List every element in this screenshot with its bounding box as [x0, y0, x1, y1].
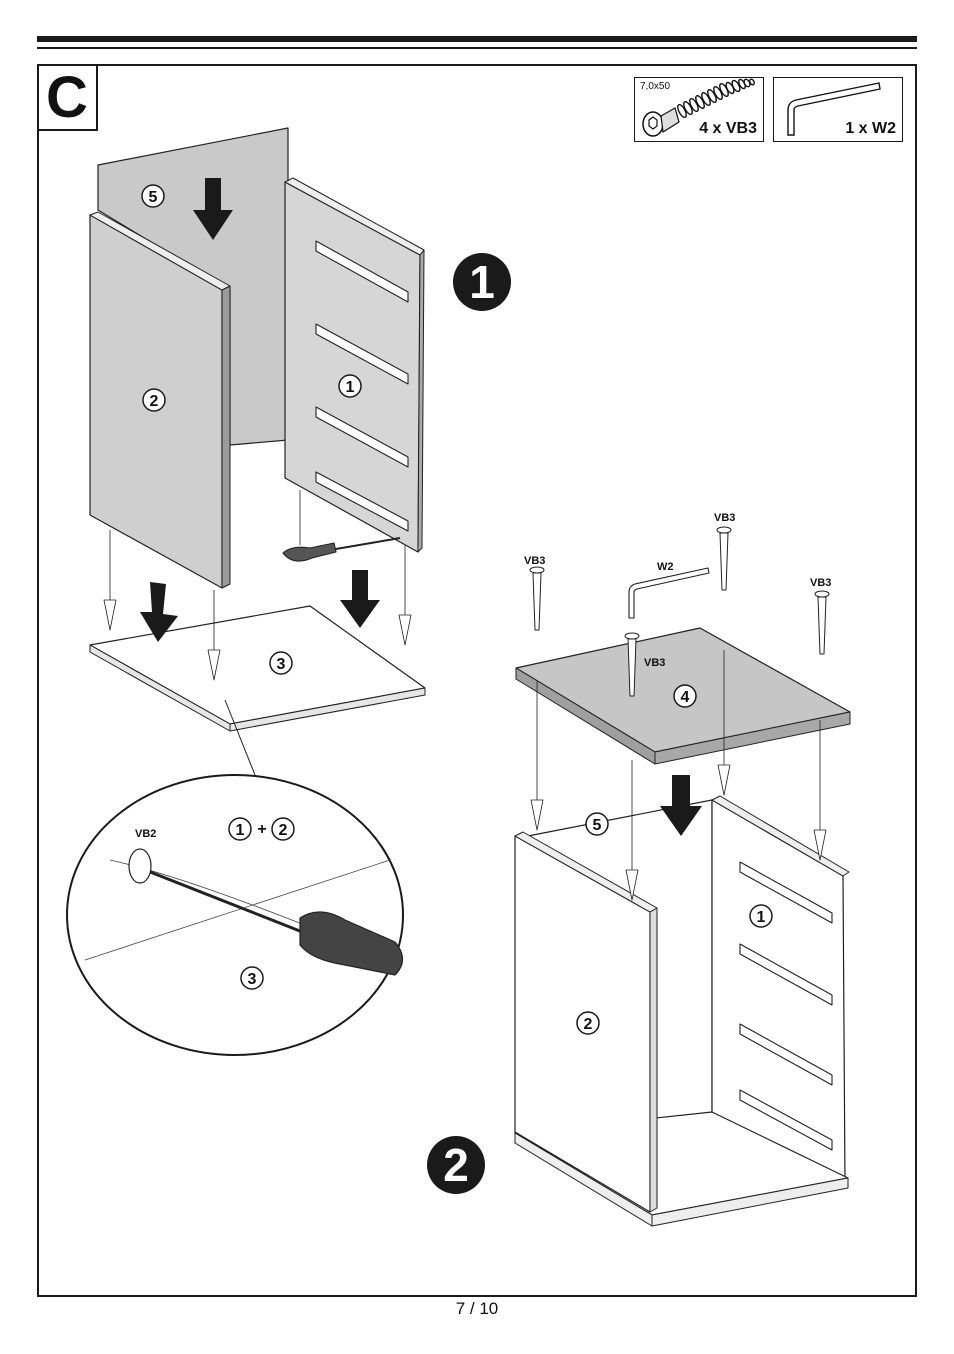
hardware-quantity: 4 x VB3: [699, 120, 757, 137]
screw-label: VB3: [810, 577, 831, 589]
screwdriver-icon: [282, 537, 401, 562]
hardware-box-vb3: 7,0x50 4 x VB3: [634, 77, 764, 142]
part-label-3: 3: [248, 971, 257, 988]
part-label-4: 4: [681, 689, 690, 706]
section-letter: C: [38, 65, 98, 131]
drawer-runners-step1: [315, 240, 409, 532]
screw-label: VB3: [524, 555, 545, 567]
wrench-label: W2: [657, 561, 674, 573]
detail-screwdriver-icon: [128, 848, 404, 976]
screw-label: VB3: [714, 512, 735, 524]
detail-callout: [66, 774, 404, 1056]
hardware-box-w2: 1 x W2: [773, 77, 903, 142]
header-rule-thin: [37, 47, 917, 49]
part-label-2: 2: [279, 822, 288, 839]
part-label-1: 1: [346, 379, 355, 396]
part-label-5: 5: [593, 817, 602, 834]
hardware-size-label: 7,0x50: [640, 81, 671, 92]
screw-label: VB3: [644, 657, 665, 669]
part-label-2: 2: [150, 393, 159, 410]
tool-label: VB2: [135, 828, 156, 840]
header-rule-thick: [37, 36, 917, 42]
arrow-down-icon: [193, 178, 233, 240]
drawer-runners-step2: [739, 861, 833, 1151]
page-number: 7 / 10: [455, 1299, 499, 1318]
allen-key-icon: [628, 567, 710, 619]
screw-icon: [529, 526, 830, 697]
part-label-5: 5: [149, 189, 158, 206]
step-1-badge: 1: [453, 253, 511, 311]
arrow-down-icon: [660, 775, 702, 836]
hardware-quantity: 1 x W2: [845, 120, 896, 137]
step-2-badge: 2: [427, 1136, 485, 1194]
bottom-panel: [89, 605, 426, 725]
part-label-2: 2: [584, 1016, 593, 1033]
allen-key-icon: [787, 82, 881, 136]
part-label-1: 1: [757, 909, 766, 926]
part-label-3: 3: [277, 656, 286, 673]
plus-sign: +: [257, 821, 266, 838]
page-frame: [37, 64, 917, 1297]
screw-icon: [642, 78, 755, 137]
part-label-1: 1: [236, 822, 245, 839]
